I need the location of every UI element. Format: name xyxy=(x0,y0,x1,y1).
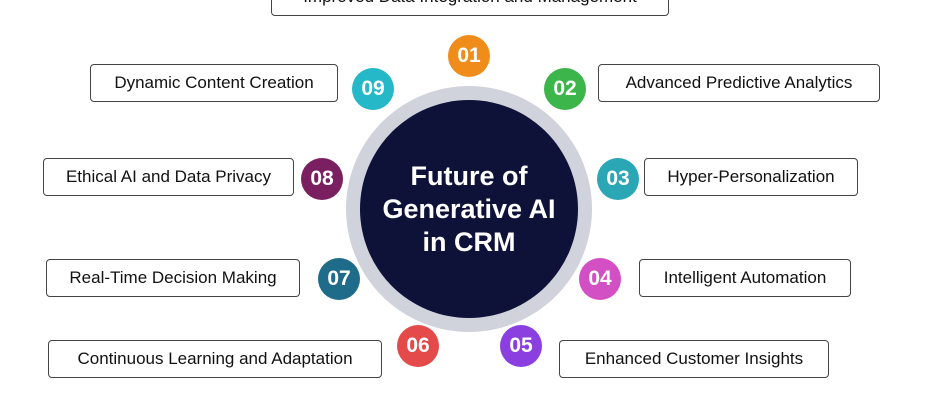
item-badge-09: 09 xyxy=(352,68,394,110)
item-label-06: Continuous Learning and Adaptation xyxy=(48,340,382,378)
item-badge-05: 05 xyxy=(500,325,542,367)
item-badge-02: 02 xyxy=(544,68,586,110)
center-title: Future of Generative AI in CRM xyxy=(374,160,564,259)
item-label-07: Real-Time Decision Making xyxy=(46,259,300,297)
center-title-line-3: in CRM xyxy=(422,226,516,257)
item-label-08: Ethical AI and Data Privacy xyxy=(43,158,294,196)
item-badge-08: 08 xyxy=(301,158,343,200)
item-label-05: Enhanced Customer Insights xyxy=(559,340,829,378)
item-badge-07: 07 xyxy=(318,258,360,300)
item-label-09: Dynamic Content Creation xyxy=(90,64,338,102)
item-label-03: Hyper-Personalization xyxy=(644,158,858,196)
item-badge-01: 01 xyxy=(448,35,490,77)
item-label-02: Advanced Predictive Analytics xyxy=(598,64,880,102)
center-ring: Future of Generative AI in CRM xyxy=(346,86,592,332)
center-title-line-2: Generative AI xyxy=(382,193,556,224)
center-circle: Future of Generative AI in CRM xyxy=(360,100,578,318)
center-title-line-1: Future of xyxy=(410,160,528,191)
item-badge-04: 04 xyxy=(579,258,621,300)
item-label-01: Improved Data Integration and Management xyxy=(271,0,669,16)
item-label-04: Intelligent Automation xyxy=(639,259,851,297)
item-badge-06: 06 xyxy=(397,325,439,367)
item-badge-03: 03 xyxy=(597,158,639,200)
